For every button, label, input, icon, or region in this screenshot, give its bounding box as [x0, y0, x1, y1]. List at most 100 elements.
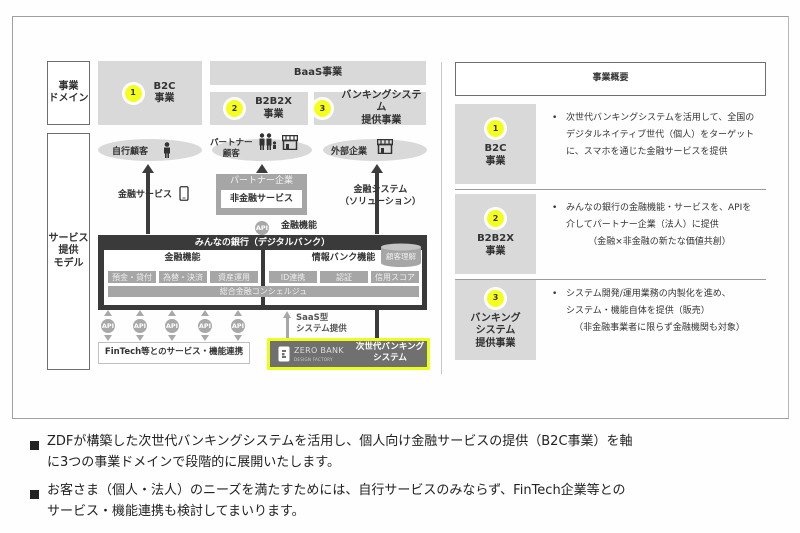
domain-b2c: 1 B2C 事業 [98, 61, 202, 125]
financial-system-label: 金融システム （ソリューション） [340, 185, 421, 207]
overview-note: （非金融事業者に限らず金融機関も対象） [574, 323, 745, 334]
next-gen-banking-label: 次世代バンキング システム [355, 342, 425, 364]
customer-understanding-label: 顧客理解 [386, 252, 416, 261]
overview-header: 事業概要 [455, 62, 766, 96]
row-divider [455, 189, 766, 190]
summary-2: お客さま（個人・法人）のニーズを満たすためには、自行サービスのみならず、FinT… [47, 483, 626, 519]
arrow-up-saas [283, 311, 291, 318]
overview-bullet: システム開発/運用業務の内製化を進め、 システム・機能自体を提供（販売） [566, 289, 731, 317]
arrow-down-icon [234, 335, 242, 341]
zerobank-box: ZERO BANK DESIGN FACTORY 次世代バンキング システム [267, 338, 430, 370]
connector-zerobank [375, 310, 379, 340]
api-badge: API [197, 318, 213, 334]
badge-2: 2 [487, 210, 504, 227]
shop-icon [282, 135, 298, 150]
bullet-dot: • [552, 203, 558, 213]
zerobank-logo-text: ZERO BANK [294, 346, 344, 355]
arrow-up-left [142, 164, 154, 173]
badge-2: 2 [226, 100, 244, 117]
domain-banking-system: 3 バンキングシステム 提供事業 [314, 89, 426, 126]
domain-baas: BaaS事業 [210, 61, 426, 85]
overview-bullet: みんなの銀行の金融機能・サービスを、APIを 介してパートナー企業（法人）に提供 [566, 203, 752, 231]
api-connector: API [100, 310, 116, 341]
own-customers-label: 自行顧客 [112, 146, 149, 157]
api-connector: API [164, 310, 180, 341]
person-icon [164, 142, 171, 158]
arrow-shaft-saas [286, 318, 289, 338]
bullet-square [30, 441, 39, 450]
zerobank-logo-icon [278, 346, 290, 362]
cell-asset-management: 資産運用 [210, 271, 258, 283]
overview-note: （金融×非金融の新たな価値共創） [588, 237, 731, 248]
arrow-shaft-right [375, 172, 379, 234]
saas-label: SaaS型 システム提供 [296, 313, 347, 335]
summary-1: ZDFが構築した次世代バンキングシステムを活用し、個人向け金融サービスの提供（B… [47, 434, 633, 470]
overview-row-title: B2C 事業 [484, 143, 507, 167]
overview-row-title: バンキング システム 提供事業 [470, 312, 521, 349]
fintech-box: FinTech等とのサービス・機能連携 [98, 342, 250, 364]
badge-3: 3 [314, 100, 331, 117]
arrow-up-right [371, 164, 383, 173]
bullet-dot: • [552, 289, 558, 299]
financial-service-label: 金融サービス [118, 190, 173, 200]
database-icon [381, 243, 421, 267]
arrow-up-icon [201, 310, 209, 316]
external-companies: 外部企業 [323, 138, 427, 161]
partner-customers-label: パートナー 顧客 [210, 138, 253, 160]
api-connector: API [132, 310, 148, 341]
cell-id-link: ID連携 [269, 271, 317, 283]
api-badge: API [132, 318, 148, 334]
info-bank-title: 情報バンク機能 [311, 253, 376, 263]
api-badge: API [100, 318, 116, 334]
external-companies-label: 外部企業 [331, 146, 368, 157]
row-divider [455, 279, 766, 280]
bullet-dot: • [552, 113, 558, 123]
api-connector: API [230, 310, 246, 341]
cell-concierge: 総合金融コンシェルジュ [108, 286, 419, 297]
arrow-up-icon [234, 310, 242, 316]
financial-function-label: 金融機能 [281, 221, 318, 231]
badge-1: 1 [124, 84, 142, 102]
vertical-divider [441, 62, 442, 374]
domain-b2c-label: B2C 事業 [153, 80, 176, 105]
fintech-label: FinTech等とのサービス・機能連携 [104, 347, 244, 358]
domain-b2b2x: 2 B2B2X 事業 [210, 92, 308, 125]
cell-auth: 認証 [320, 271, 368, 283]
zerobank-logo-subtext: DESIGN FACTORY [294, 357, 333, 362]
api-connector: API [197, 310, 213, 341]
arrow-up-icon [168, 310, 176, 316]
api-badge: API [164, 318, 180, 334]
api-row: API API API API API [100, 310, 260, 344]
arrow-down-icon [136, 335, 144, 341]
digital-bank-title: みんなの銀行（デジタルバンク） [194, 238, 331, 248]
overview-row-label-3: 3 バンキング システム 提供事業 [455, 280, 536, 360]
domain-banking-system-label: バンキングシステム 提供事業 [341, 89, 422, 126]
api-badge: API [230, 318, 246, 334]
overview-row-description-1: • 次世代バンキングシステムを活用して、全国の デジタルネイティブ世代（個人）をタ… [552, 110, 767, 161]
arrow-up-middle [256, 164, 268, 173]
domain-label: 事業 ドメイン [47, 61, 90, 125]
own-customers: 自行顧客 [98, 139, 202, 161]
arrow-up-icon [104, 310, 112, 316]
non-financial-service-label: 非金融サービス [221, 189, 302, 208]
overview-row-description-2: • みんなの銀行の金融機能・サービスを、APIを 介してパートナー企業（法人）に提… [552, 200, 767, 251]
bullet-square [30, 490, 39, 499]
financial-functions-title: 金融機能 [164, 253, 201, 263]
arrow-down-icon [168, 335, 176, 341]
overview-row-description-3: • システム開発/運用業務の内製化を進め、 システム・機能自体を提供（販売） （非金… [552, 286, 767, 337]
cell-deposit-loan: 預金・貸付 [108, 271, 156, 283]
api-badge-partner: API [254, 220, 270, 236]
badge-3: 3 [487, 289, 504, 307]
domain-b2b2x-label: B2B2X 事業 [255, 96, 292, 120]
arrow-down-icon [104, 335, 112, 341]
smartphone-icon [179, 186, 189, 201]
overview-row-title: B2B2X 事業 [477, 233, 514, 257]
cell-exchange-payment: 為替・決済 [159, 271, 207, 283]
overview-bullet: 次世代バンキングシステムを活用して、全国の デジタルネイティブ世代（個人）をター… [566, 113, 755, 158]
arrow-up-icon [136, 310, 144, 316]
shop-icon [377, 138, 394, 154]
partner-company-box: パートナー企業 非金融サービス [216, 174, 307, 215]
cell-credit-score: 信用スコア [371, 271, 419, 283]
